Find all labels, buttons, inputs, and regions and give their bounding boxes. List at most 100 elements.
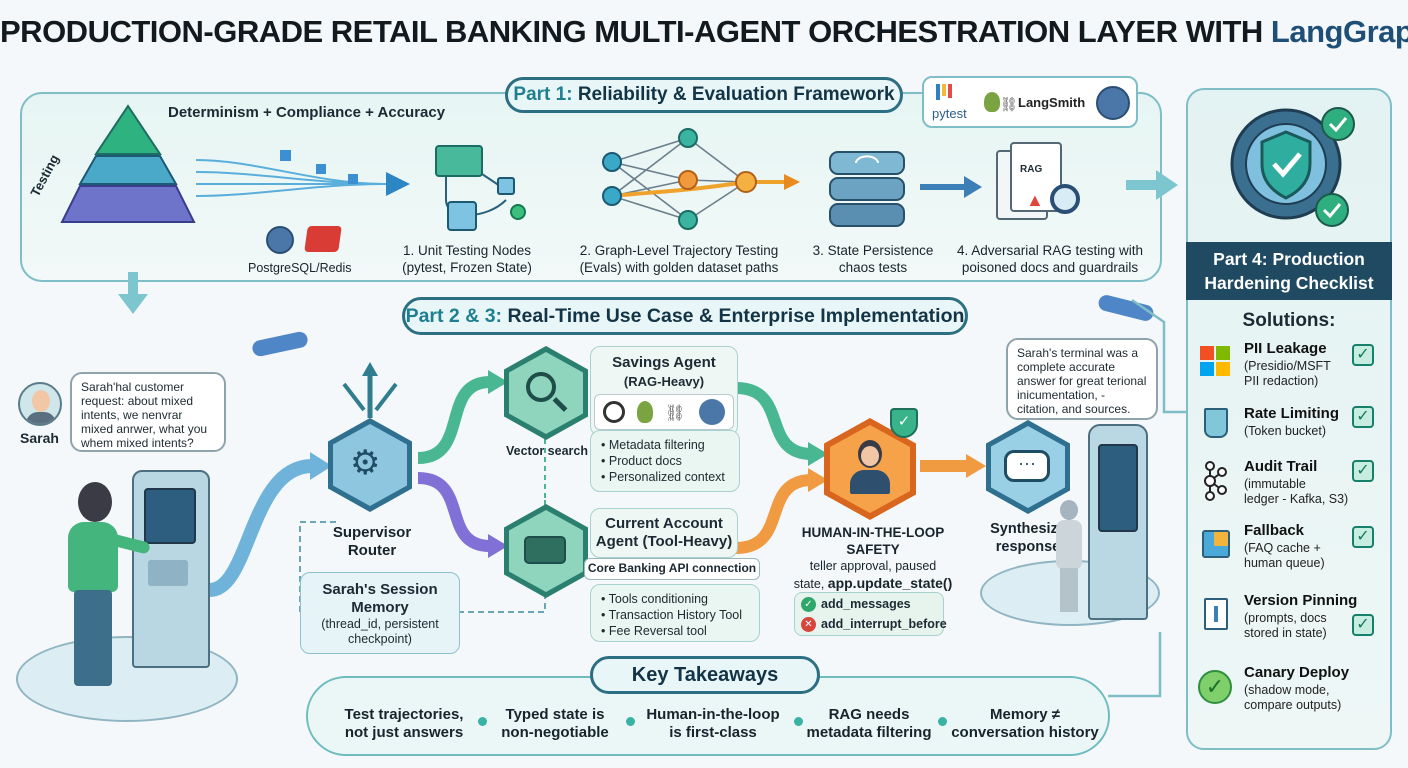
part1-label: Part 1: Reliability & Evaluation Framewo…	[505, 77, 903, 113]
synth-line2: response	[995, 539, 1061, 555]
parrot-icon	[984, 92, 1000, 112]
takeaway-dot	[938, 717, 947, 726]
savings-tool-icons: ⛓	[594, 394, 734, 430]
takeaway-dot	[626, 717, 635, 726]
takeaway-line: is first-class	[669, 724, 757, 741]
langsmith-label: LangSmith	[1018, 95, 1086, 110]
document-git-icon	[1204, 598, 1228, 630]
takeaway-line: not just answers	[344, 724, 464, 741]
title-text: PRODUCTION-GRADE RETAIL BANKING MULTI-AG…	[0, 14, 1263, 49]
step-3-title: 3. State Persistence	[812, 243, 934, 258]
postgres-db-icon	[266, 226, 294, 254]
solution-sub: (prompts, docs	[1244, 611, 1327, 625]
current-title2: Agent (Tool-Heavy)	[595, 533, 733, 550]
tools-box: pytest ⛓ LangSmith	[922, 76, 1138, 128]
vector-search-label: Vector search	[506, 444, 588, 458]
link-icon: ⛓	[1000, 96, 1018, 112]
hitl-sub1: teller approval, paused	[809, 559, 937, 573]
sarah-bubble: Sarah'hal customer request: about mixed …	[70, 372, 226, 452]
takeaway-item: Test trajectories, not just answers	[334, 706, 474, 742]
takeaway-item: Memory ≠ conversation history	[950, 706, 1100, 742]
solution-sub: compare outputs)	[1244, 698, 1342, 712]
takeaway-line: Memory ≠	[990, 706, 1060, 723]
solution-sub: (Token bucket)	[1244, 424, 1326, 438]
check-icon: ✓	[1352, 406, 1374, 428]
chain-icon: ⛓	[665, 405, 686, 422]
magnifier-icon	[1050, 184, 1080, 214]
step-1-sub: (pytest, Frozen State)	[402, 260, 532, 275]
session-memory-card: Sarah's Session Memory (thread_id, persi…	[300, 572, 460, 654]
canary-gear-check-icon: ✓	[1198, 670, 1232, 704]
solution-sub: stored in state)	[1244, 626, 1327, 640]
kiosk-terminal	[1088, 424, 1148, 620]
atm-screen	[144, 488, 196, 544]
savings-features: Metadata filtering Product docs Personal…	[590, 430, 740, 492]
solution-sub: (immutable	[1244, 477, 1306, 491]
hitl-title2: SAFETY	[846, 542, 900, 557]
step-2-sub: (Evals) with golden dataset paths	[579, 260, 779, 275]
solution-sub: (shadow mode,	[1244, 683, 1330, 697]
down-arrow-icon	[118, 272, 148, 314]
test-pyramid-icon	[60, 104, 196, 223]
check-icon: ✓	[1352, 344, 1374, 366]
savings-feature: Metadata filtering	[601, 437, 729, 453]
solution-sub: human queue)	[1244, 556, 1325, 570]
step-4-title: 4. Adversarial RAG testing with	[956, 243, 1144, 258]
part23-label: Part 2 & 3: Real-Time Use Case & Enterpr…	[402, 297, 968, 335]
part23-label-text: Real-Time Use Case & Enterprise Implemen…	[507, 305, 965, 327]
solution-title: Audit Trail	[1244, 458, 1318, 475]
check-icon: ✓	[1352, 526, 1374, 548]
step-4-sub: poisoned docs and guardrails	[961, 260, 1139, 275]
takeaway-item: RAG needs metadata filtering	[802, 706, 936, 742]
shield-check-icon: ✓	[890, 408, 918, 438]
current-features: Tools conditioning Transaction History T…	[590, 584, 760, 642]
step-3-sub: chaos tests	[838, 260, 908, 275]
flow-arrow-icon	[920, 176, 982, 198]
check-icon: ✓	[1352, 614, 1374, 636]
bad-x-icon: ✕	[801, 617, 816, 632]
hitl-title1: HUMAN-IN-THE-LOOP	[801, 525, 945, 540]
takeaway-item: Typed state is non-negotiable	[490, 706, 620, 742]
terminal-bubble: Sarah's terminal was a complete accurate…	[1006, 338, 1158, 420]
takeaway-line: metadata filtering	[806, 724, 932, 741]
bucket-icon	[1204, 408, 1228, 438]
solution-title: Fallback	[1244, 522, 1305, 539]
takeaway-item: Human-in-the-loop is first-class	[638, 706, 788, 742]
person-figure	[62, 482, 151, 692]
right-arrow-to-part4-icon	[1126, 170, 1178, 200]
savings-feature: Personalized context	[601, 469, 729, 485]
check-icon: ✓	[1352, 460, 1374, 482]
hitl-code: app.update_state()	[827, 575, 953, 591]
part4-label: Part 4: Production Hardening Checklist	[1186, 242, 1392, 300]
current-feature: Fee Reversal tool	[601, 623, 749, 639]
customer-back-figure	[1054, 500, 1084, 612]
synthesize-caption: Synthesize response	[968, 520, 1088, 556]
memory-title1: Sarah's Session	[322, 581, 438, 598]
current-feature: Transaction History Tool	[601, 607, 749, 623]
step-1-caption: 1. Unit Testing Nodes (pytest, Frozen St…	[392, 242, 542, 276]
cube-icon	[1202, 530, 1230, 558]
part4-label2: Hardening Checklist	[1204, 273, 1374, 293]
takeaway-dot	[478, 717, 487, 726]
atm-machine	[132, 470, 210, 668]
db-label: PostgreSQL/Redis	[248, 261, 352, 275]
hitl-caption: HUMAN-IN-THE-LOOP SAFETY teller approval…	[790, 524, 956, 593]
current-title1: Current Account	[605, 515, 723, 532]
solution-sub: ledger - Kafka, S3)	[1244, 492, 1349, 506]
microsoft-icon	[1200, 346, 1230, 376]
supervisor-caption: Supervisor Router	[314, 524, 430, 560]
step-1-title: 1. Unit Testing Nodes	[402, 243, 532, 258]
teller-icon	[848, 440, 892, 496]
wallet-icon	[524, 536, 566, 564]
savings-title: Savings Agent	[612, 354, 716, 371]
takeaway-dot	[794, 717, 803, 726]
reducer-bad: add_interrupt_before	[821, 617, 947, 631]
part1-label-num: Part 1:	[513, 84, 573, 105]
trajectory-graph-icon	[602, 128, 800, 230]
kafka-icon	[1204, 461, 1227, 501]
kiosk-screen	[1098, 444, 1138, 532]
solution-title: Canary Deploy	[1244, 664, 1350, 681]
solutions-heading: Solutions:	[1242, 310, 1336, 331]
takeaway-line: Test trajectories,	[344, 706, 464, 723]
memory-title2: Memory	[351, 599, 409, 616]
